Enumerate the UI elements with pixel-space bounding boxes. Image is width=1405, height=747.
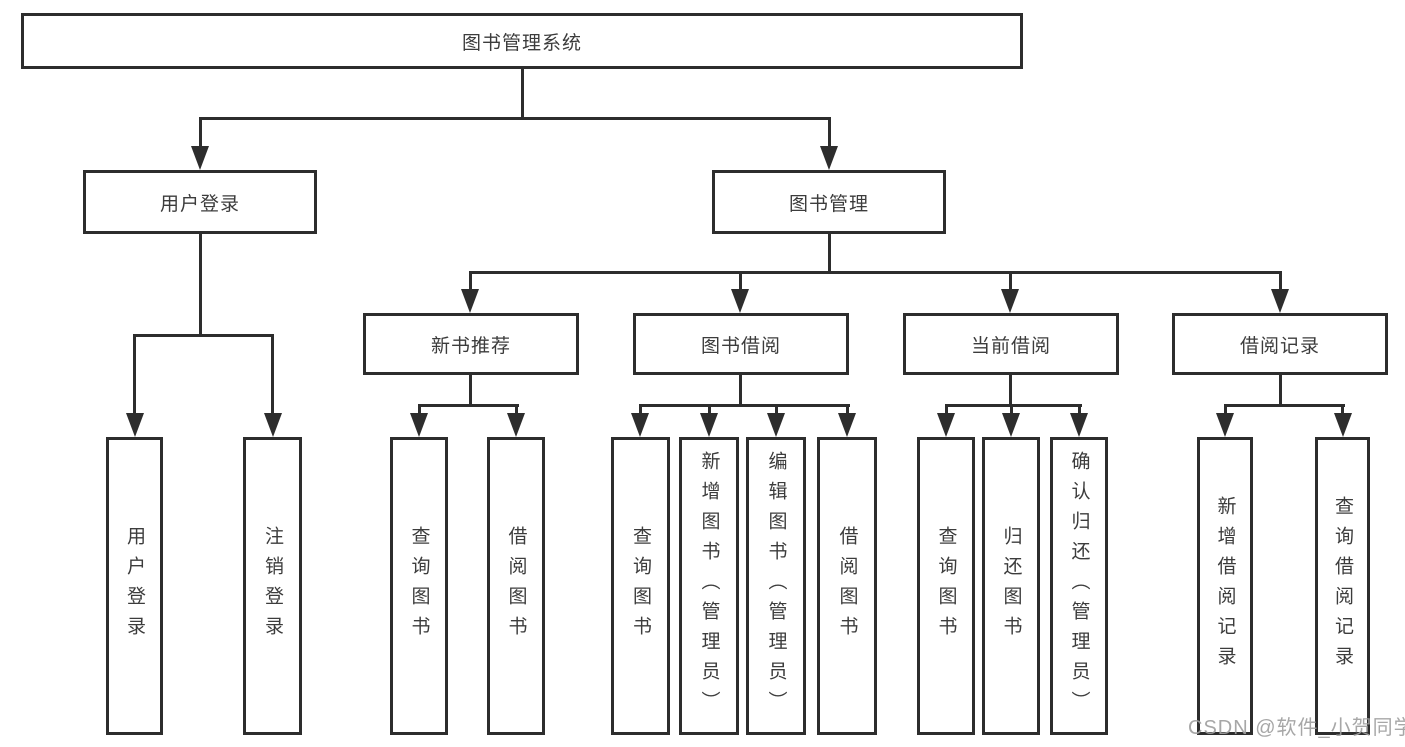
connector-line	[1223, 404, 1227, 416]
connector-line	[133, 334, 274, 337]
leaf-return-books: 归还图书	[982, 437, 1040, 735]
leaf-return-books-label: 归还图书	[1000, 526, 1022, 646]
arrow-down-icon	[125, 413, 144, 437]
leaf-query-books-borrow: 查询图书	[611, 437, 670, 735]
leaf-query-books-recommend-label: 查询图书	[408, 526, 430, 646]
node-library-system-label: 图书管理系统	[461, 32, 582, 54]
connector-line	[827, 117, 831, 149]
leaf-add-books-admin-label: 新增图书（管理员）	[698, 451, 720, 721]
arrow-down-icon	[1271, 289, 1289, 313]
leaf-add-borrow-record-label: 新增借阅记录	[1214, 496, 1236, 676]
arrow-down-icon	[731, 289, 749, 313]
leaf-borrow-books-recommend: 借阅图书	[487, 437, 545, 735]
leaf-user-login: 用户登录	[106, 437, 163, 735]
leaf-add-borrow-record: 新增借阅记录	[1197, 437, 1253, 735]
leaf-borrow-books-recommend-label: 借阅图书	[505, 526, 527, 646]
connector-line	[638, 404, 850, 407]
node-new-book-recommend-label: 新书推荐	[430, 335, 511, 357]
connector-line	[738, 271, 742, 292]
connector-line	[468, 271, 472, 292]
leaf-confirm-return-admin: 确认归还（管理员）	[1050, 437, 1108, 735]
leaf-confirm-return-admin-label: 确认归还（管理员）	[1068, 451, 1090, 721]
arrow-down-icon	[1216, 413, 1234, 437]
connector-line	[1278, 271, 1282, 292]
connector-line	[514, 404, 518, 416]
leaf-query-books-borrow-label: 查询图书	[630, 526, 651, 646]
connector-line	[520, 69, 524, 117]
connector-line	[271, 334, 274, 418]
leaf-logout: 注销登录	[243, 437, 302, 735]
arrow-down-icon	[700, 413, 718, 437]
connector-line	[468, 375, 472, 407]
arrow-down-icon	[1001, 289, 1019, 313]
node-book-borrow-label: 图书借阅	[700, 335, 781, 357]
node-book-management: 图书管理	[712, 170, 946, 234]
arrow-down-icon	[263, 413, 282, 437]
leaf-borrow-books-borrow-label: 借阅图书	[836, 526, 858, 646]
arrow-down-icon	[1333, 413, 1352, 437]
connector-line	[638, 404, 642, 416]
leaf-query-books-current-label: 查询图书	[935, 526, 957, 646]
node-user-login: 用户登录	[83, 170, 317, 234]
node-current-borrow-label: 当前借阅	[970, 335, 1051, 357]
node-borrow-records: 借阅记录	[1172, 313, 1388, 375]
connector-line	[1008, 271, 1012, 292]
connector-line	[468, 271, 1282, 274]
connector-line	[774, 404, 778, 416]
connector-line	[1008, 375, 1012, 407]
arrow-down-icon	[507, 413, 525, 437]
connector-line	[707, 404, 711, 416]
node-current-borrow: 当前借阅	[903, 313, 1119, 375]
leaf-edit-books-admin: 编辑图书（管理员）	[746, 437, 806, 735]
connector-line	[198, 234, 202, 337]
connector-line	[417, 404, 519, 407]
connector-line	[198, 117, 202, 149]
connector-line	[417, 404, 421, 416]
leaf-query-books-recommend: 查询图书	[390, 437, 448, 735]
leaf-user-login-label: 用户登录	[124, 526, 145, 646]
node-book-management-label: 图书管理	[788, 193, 869, 215]
node-book-borrow: 图书借阅	[633, 313, 849, 375]
node-new-book-recommend: 新书推荐	[363, 313, 579, 375]
leaf-query-borrow-record-label: 查询借阅记录	[1332, 496, 1353, 676]
leaf-query-books-current: 查询图书	[917, 437, 975, 735]
connector-line	[944, 404, 1082, 407]
leaf-edit-books-admin-label: 编辑图书（管理员）	[765, 451, 787, 721]
connector-line	[198, 117, 831, 120]
arrow-down-icon	[820, 146, 838, 170]
arrow-down-icon	[838, 413, 856, 437]
leaf-query-borrow-record: 查询借阅记录	[1315, 437, 1370, 735]
csdn-watermark: CSDN @软件_小贺同学	[1188, 717, 1405, 739]
node-borrow-records-label: 借阅记录	[1239, 335, 1320, 357]
connector-line	[1278, 375, 1282, 407]
arrow-down-icon	[191, 146, 209, 170]
arrow-down-icon	[461, 289, 479, 313]
leaf-borrow-books-borrow: 借阅图书	[817, 437, 877, 735]
connector-line	[1223, 404, 1345, 407]
connector-line	[944, 404, 948, 416]
arrow-down-icon	[1002, 413, 1020, 437]
connector-line	[133, 334, 136, 418]
connector-line	[1077, 404, 1081, 416]
arrow-down-icon	[1070, 413, 1088, 437]
connector-line	[1009, 404, 1013, 416]
leaf-add-books-admin: 新增图书（管理员）	[679, 437, 739, 735]
connector-line	[738, 375, 742, 407]
arrow-down-icon	[410, 413, 428, 437]
arrow-down-icon	[767, 413, 785, 437]
arrow-down-icon	[631, 413, 649, 437]
node-user-login-label: 用户登录	[159, 193, 240, 215]
node-library-system: 图书管理系统	[21, 13, 1023, 69]
arrow-down-icon	[937, 413, 955, 437]
connector-line	[1341, 404, 1344, 416]
connector-line	[827, 234, 831, 273]
connector-line	[845, 404, 849, 416]
leaf-logout-label: 注销登录	[262, 526, 283, 646]
